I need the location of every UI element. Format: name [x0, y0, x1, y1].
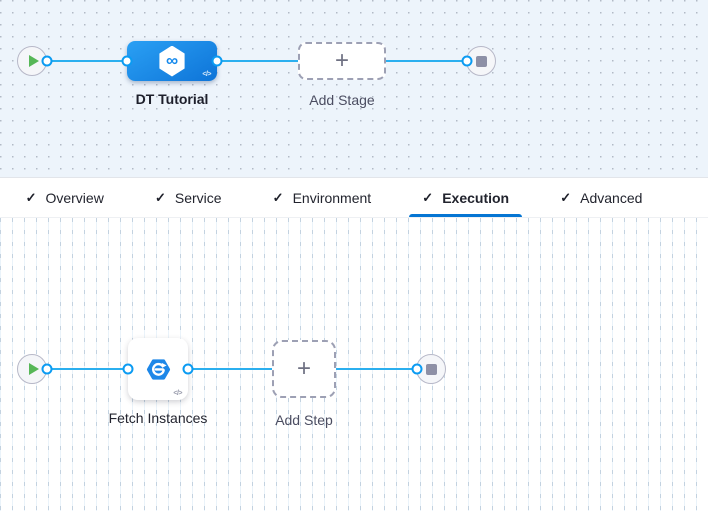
edge-addstage-to-end	[385, 59, 467, 63]
add-step-label: Add Step	[275, 412, 333, 428]
fetch-instances-icon	[146, 358, 170, 380]
tab-execution[interactable]: ✓ Execution	[409, 178, 523, 217]
tab-advanced[interactable]: ✓ Advanced	[560, 189, 643, 206]
stage-node-dt-tutorial[interactable]: ∞ </>	[127, 41, 217, 81]
edge-stage-to-addstage	[216, 59, 300, 63]
cd-stage-icon: ∞	[159, 45, 185, 77]
add-step-button[interactable]: +	[272, 340, 336, 398]
check-icon: ✓	[154, 189, 166, 205]
stage-node-label: DT Tutorial	[135, 91, 209, 107]
stop-icon	[425, 363, 437, 375]
step-node-label: Fetch Instances	[108, 410, 208, 426]
check-icon: ✓	[560, 189, 572, 205]
port-start-out	[41, 55, 52, 67]
port-start-out	[41, 363, 52, 375]
port-step-out	[182, 363, 194, 375]
port-end-in	[411, 363, 423, 375]
code-icon: </>	[202, 71, 211, 78]
step-node-fetch-instances[interactable]: </>	[128, 338, 188, 400]
tab-service[interactable]: ✓ Service	[154, 189, 222, 206]
play-icon	[28, 55, 39, 67]
port-step-in	[122, 363, 134, 375]
check-icon: ✓	[25, 189, 37, 205]
plus-icon: +	[296, 355, 311, 382]
stage-config-tabs: ✓ Overview ✓ Service ✓ Environment ✓ Exe…	[0, 178, 708, 218]
stop-icon	[475, 55, 487, 67]
add-stage-button[interactable]: +	[298, 42, 386, 80]
play-icon	[28, 363, 39, 375]
port-end-in	[461, 55, 473, 67]
edge-start-to-step	[46, 367, 129, 371]
execution-graph-canvas[interactable]: </> Fetch Instances + Add Step	[0, 218, 708, 511]
tab-overview[interactable]: ✓ Overview	[25, 189, 104, 206]
edge-start-to-stage	[46, 59, 128, 63]
edge-step-to-addstep	[187, 367, 273, 371]
edge-addstep-to-end	[335, 367, 417, 371]
stage-graph-canvas[interactable]: ∞ </> DT Tutorial + Add Stage	[0, 0, 708, 178]
tab-environment[interactable]: ✓ Environment	[272, 189, 372, 206]
check-icon: ✓	[422, 189, 434, 205]
port-stage-out	[211, 55, 223, 67]
active-tab-underline	[409, 214, 523, 217]
add-stage-label: Add Stage	[309, 92, 375, 108]
plus-icon: +	[334, 47, 349, 74]
check-icon: ✓	[272, 189, 284, 205]
port-stage-in	[121, 55, 133, 67]
code-icon: </>	[173, 390, 182, 397]
